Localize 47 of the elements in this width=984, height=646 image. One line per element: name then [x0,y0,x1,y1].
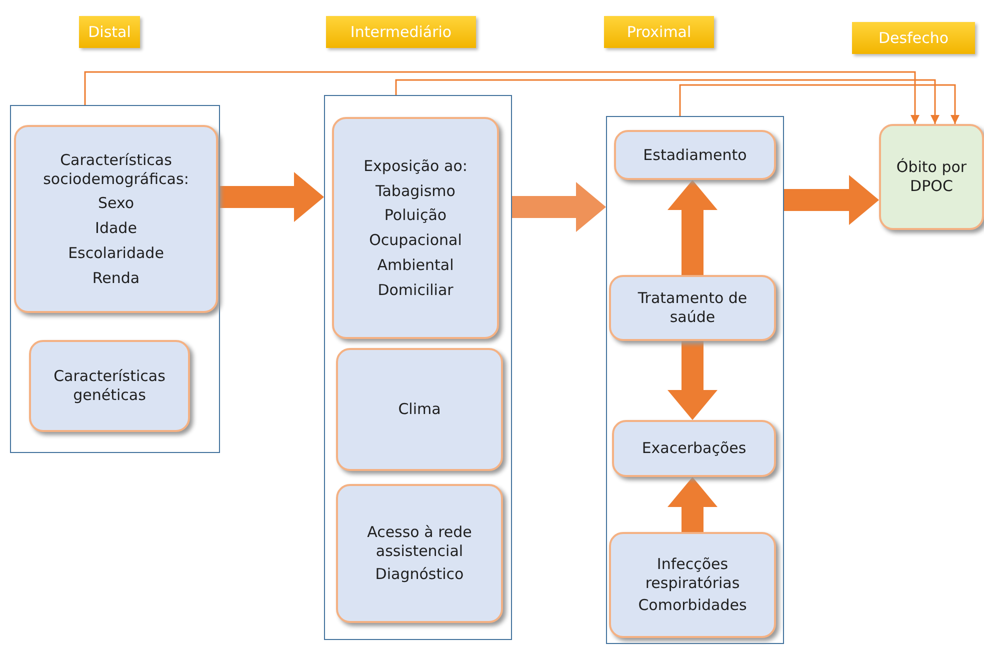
factor-heading: Exposição ao: [364,156,468,176]
arrow [395,79,940,124]
stage-label: Proximal [604,16,714,48]
stage-label: Distal [79,16,140,48]
block-arrow [512,182,606,232]
factor-text: Domiciliar [378,280,454,300]
group-frame [10,105,220,453]
factor-text: Idade [95,219,137,238]
factor-box [336,484,503,623]
factor-box [609,275,776,341]
arrow [679,84,960,124]
factor-box [14,125,218,313]
factor-text: Tratamento de saúde [636,289,748,327]
outcome-box [879,124,984,230]
factor-text: Escolaridade [68,244,164,262]
factor-text: Diagnóstico [375,564,464,584]
block-arrow [220,172,324,222]
factor-text: Óbito por DPOC [895,158,968,196]
factor-text: Características genéticas [52,367,166,405]
factor-heading: Acesso à rede assistencial [366,523,473,561]
group-frame [606,116,784,644]
block-arrow [668,341,718,420]
factor-text: Poluição [384,206,447,225]
factor-text: Tabagismo [376,182,456,200]
factor-box [336,348,503,471]
stage-label: Desfecho [852,22,975,54]
factor-box [609,532,776,638]
factor-box [332,117,499,339]
factor-box [612,420,776,477]
factor-text: Comorbidades [638,596,747,616]
factor-text: Sexo [98,194,134,213]
factor-text: Exacerbações [642,439,746,458]
factor-text: Ocupacional [369,231,462,250]
factor-text: Clima [398,400,441,419]
factor-heading: Infecções respiratórias [644,554,741,592]
factor-text: Renda [92,268,140,288]
factor-heading: Características sociodemográficas: [42,150,190,188]
arrow [84,71,920,124]
group-frame [324,95,512,640]
factor-box [29,340,190,432]
block-arrow [668,180,718,275]
factor-box [614,130,776,180]
factor-text: Ambiental [377,256,454,274]
stage-label: Intermediário [326,16,476,48]
factor-text: Estadiamento [643,146,747,164]
block-arrow [784,175,879,225]
block-arrow [668,477,718,532]
